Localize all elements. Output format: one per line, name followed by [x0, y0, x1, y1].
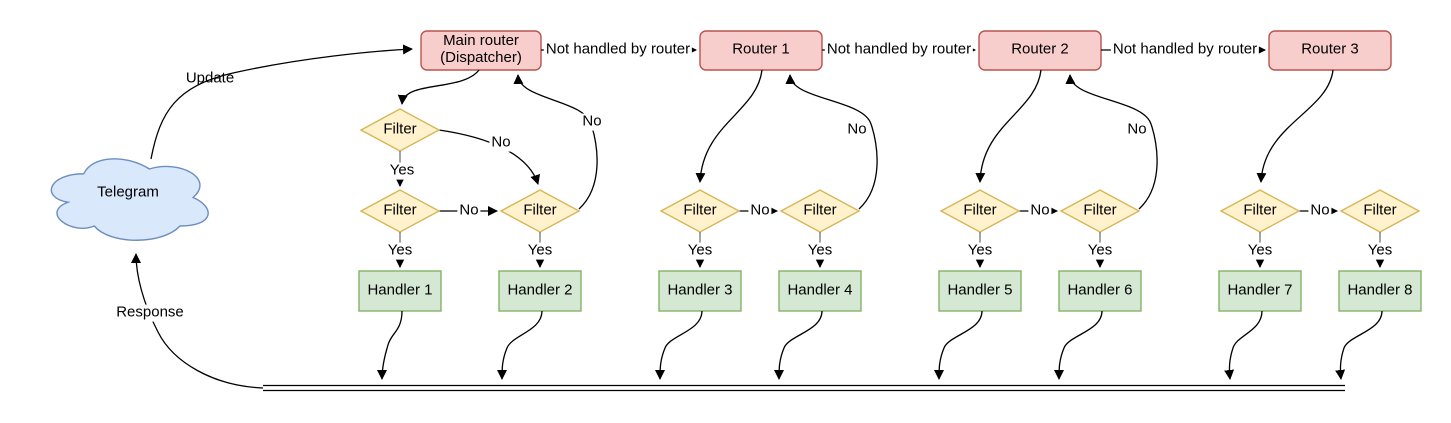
yes-label: Yes	[1245, 241, 1275, 260]
router-2-label: Router 2	[1011, 40, 1069, 58]
handler-1-to-bus-edge	[377, 310, 403, 380]
handler-4-to-bus-edge	[774, 310, 823, 380]
router1-filter-1-diamond	[659, 189, 741, 233]
no-label: No	[580, 112, 604, 131]
no-label: No	[748, 201, 772, 220]
handler-3-label: Handler 3	[667, 281, 733, 299]
router-3-node	[1268, 30, 1392, 71]
handler-7-to-bus-edge	[1224, 310, 1263, 380]
filter-label: Filter	[523, 201, 557, 219]
yes-label: Yes	[805, 241, 835, 260]
no-label: No	[1308, 201, 1332, 220]
handler-2-to-bus-edge	[497, 310, 543, 380]
handler-4-node	[778, 270, 862, 312]
not-handled-label-2: Not handled by router	[824, 40, 974, 59]
handler-3-to-bus-edge	[655, 310, 703, 380]
router3-to-filter-edge	[1256, 69, 1334, 183]
response-edge-label: Response	[114, 303, 186, 322]
router2-filter2-no-loop-edge	[1065, 74, 1158, 210]
router2-to-filter-edge	[975, 69, 1042, 183]
handler-1-node	[358, 270, 442, 312]
filter-label: Filter	[1363, 201, 1397, 219]
not-handled-label-3: Not handled by router	[1110, 40, 1260, 59]
yes-label: Yes	[965, 241, 995, 260]
handler-6-node	[1058, 270, 1142, 312]
handler-8-to-bus-edge	[1335, 310, 1383, 380]
handler-3-node	[658, 270, 742, 312]
yes-label: Yes	[385, 241, 415, 260]
yes-label: Yes	[1085, 241, 1115, 260]
filter-label: Filter	[1243, 201, 1277, 219]
dispatcher-filter-1-diamond	[359, 108, 441, 152]
main-router-label-line1: Main router	[443, 32, 519, 50]
no-label: No	[489, 133, 513, 152]
router3-filter-2-diamond	[1339, 189, 1421, 233]
dispatcher-filter3-no-loop-edge	[513, 74, 598, 210]
filter-label: Filter	[803, 201, 837, 219]
update-edge	[150, 44, 413, 160]
router-3-label: Router 3	[1301, 40, 1359, 58]
handler-5-to-bus-edge	[934, 310, 983, 380]
main-router-label-line2: (Dispatcher)	[440, 49, 522, 66]
dispatcher-to-filter-edge	[397, 69, 480, 105]
handler-6-to-bus-edge	[1054, 310, 1103, 380]
handler-1-label: Handler 1	[367, 281, 433, 299]
handler-8-label: Handler 8	[1347, 281, 1413, 299]
yes-label: Yes	[525, 241, 555, 260]
handler-7-label: Handler 7	[1227, 281, 1293, 299]
handler-4-label: Handler 4	[787, 281, 853, 299]
yes-label: Yes	[685, 241, 715, 260]
router2-filter-1-diamond	[939, 189, 1021, 233]
no-label: No	[1125, 120, 1149, 139]
no-label: No	[845, 120, 869, 139]
router1-filter-2-diamond	[779, 189, 861, 233]
router1-to-filter-edge	[695, 69, 763, 183]
handler-7-node	[1218, 270, 1302, 312]
filter-label: Filter	[963, 201, 997, 219]
router-1-label: Router 1	[732, 40, 790, 58]
filter-label: Filter	[383, 120, 417, 138]
yes-label: Yes	[387, 161, 417, 180]
telegram-label: Telegram	[97, 183, 159, 201]
handler-6-label: Handler 6	[1067, 281, 1133, 299]
dispatcher-filter-3-diamond	[499, 189, 581, 233]
handler-8-node	[1338, 270, 1422, 312]
handler-2-label: Handler 2	[507, 281, 573, 299]
no-label: No	[1028, 201, 1052, 220]
handler-5-label: Handler 5	[947, 281, 1013, 299]
dispatcher-filter-2-diamond	[359, 189, 441, 233]
response-edge	[131, 253, 264, 389]
router2-filter-2-diamond	[1059, 189, 1141, 233]
filter-label: Filter	[683, 201, 717, 219]
router1-filter2-no-loop-edge	[785, 74, 878, 210]
filter-label: Filter	[383, 201, 417, 219]
filter-label: Filter	[1083, 201, 1117, 219]
telegram-cloud	[50, 158, 209, 241]
main-router-label: Main router (Dispatcher)	[440, 32, 522, 67]
router3-filter-1-diamond	[1219, 189, 1301, 233]
update-edge-label: Update	[185, 69, 235, 87]
handler-2-node	[498, 270, 582, 312]
not-handled-label-1: Not handled by router	[543, 40, 693, 59]
yes-label: Yes	[1365, 241, 1395, 260]
no-label: No	[457, 201, 481, 220]
handler-5-node	[938, 270, 1022, 312]
